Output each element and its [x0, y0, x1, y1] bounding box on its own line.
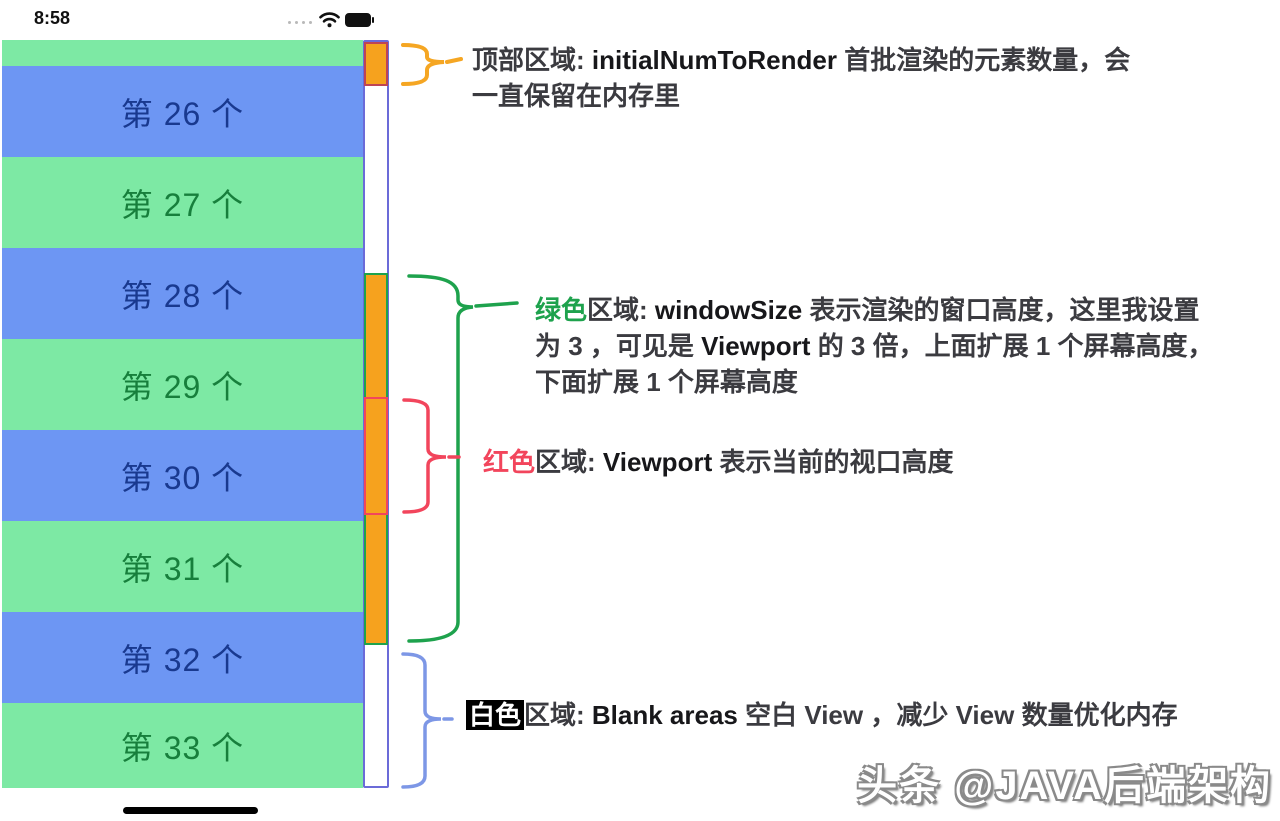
term-viewport: Viewport — [701, 331, 811, 361]
annotation-text: 区域: — [587, 295, 655, 325]
list-item-label: 第 31 个 — [120, 550, 245, 587]
annotation-text: 区域: — [524, 700, 592, 730]
color-word-white: 白色 — [466, 700, 525, 730]
annotation-viewport: 红色区域: Viewport 表示当前的视口高度 — [483, 444, 1183, 480]
list-item[interactable] — [2, 40, 363, 66]
strip-initial-num-region — [364, 42, 388, 86]
list-item[interactable]: 第 32 个 — [2, 612, 363, 703]
annotation-blank-areas: 白色区域: Blank areas 空白 View ，减少 View 数量优化内… — [466, 697, 1256, 733]
list-item[interactable]: 第 31 个 — [2, 521, 363, 612]
watermark: 头条 @JAVA后端架构 — [857, 764, 1272, 808]
list-item-label: 第 30 个 — [120, 459, 245, 496]
battery-icon — [345, 13, 374, 32]
annotation-text: 一直保留在内存里 — [472, 81, 681, 111]
annotation-text: 空白 View ，减少 View 数量优化内存 — [737, 700, 1178, 730]
annotation-text: 表示当前的视口高度 — [712, 447, 954, 477]
strip-viewport-region — [364, 397, 388, 515]
term-initial-num-to-render: initialNumToRender — [591, 45, 837, 75]
annotation-window-size: 绿色区域: windowSize 表示渲染的窗口高度，这里我设置 为 3 ，可见… — [535, 292, 1275, 400]
annotation-text: 首批渲染的元素数量，会 — [836, 45, 1131, 75]
list-item[interactable]: 第 30 个 — [2, 430, 363, 521]
status-bar-icons — [288, 12, 374, 33]
annotation-text: 的 3 倍，上面扩展 1 个屏幕高度， — [810, 331, 1214, 361]
list-item-label: 第 33 个 — [120, 729, 245, 766]
list-item[interactable]: 第 29 个 — [2, 339, 363, 430]
annotation-text: 顶部区域: — [472, 45, 592, 75]
cellular-signal-icon — [288, 21, 312, 24]
wifi-icon — [319, 12, 340, 33]
list-item-label: 第 27 个 — [120, 186, 245, 223]
flatlist: 第 26 个第 27 个第 28 个第 29 个第 30 个第 31 个第 32… — [0, 40, 363, 788]
red-brace — [402, 398, 461, 514]
annotation-text: 为 3 ，可见是 — [535, 331, 702, 361]
list-item-label: 第 26 个 — [120, 95, 245, 132]
annotation-text: 表示渲染的窗口高度，这里我设置 — [802, 295, 1200, 325]
color-word-green: 绿色 — [535, 295, 588, 325]
color-word-red: 红色 — [483, 447, 536, 477]
list-item[interactable]: 第 27 个 — [2, 157, 363, 248]
status-bar-time: 8:58 — [34, 8, 71, 28]
annotation-initial-num-to-render: 顶部区域: initialNumToRender 首批渲染的元素数量，会 一直保… — [472, 42, 1202, 114]
orange-brace — [401, 43, 463, 86]
term-window-size: windowSize — [654, 295, 803, 325]
term-blank-areas: Blank areas — [591, 700, 738, 730]
list-item[interactable]: 第 33 个 — [2, 703, 363, 788]
annotation-text: 区域: — [535, 447, 603, 477]
list-item-label: 第 28 个 — [120, 277, 245, 314]
annotation-text: 下面扩展 1 个屏幕高度 — [535, 367, 798, 397]
render-state-strip — [363, 40, 389, 788]
list-item-label: 第 32 个 — [120, 641, 245, 678]
list-item[interactable]: 第 28 个 — [2, 248, 363, 339]
list-item[interactable]: 第 26 个 — [2, 66, 363, 157]
blue-brace — [401, 652, 454, 789]
term-viewport: Viewport — [602, 447, 713, 477]
home-indicator[interactable] — [123, 807, 258, 814]
list-item-label: 第 29 个 — [120, 368, 245, 405]
